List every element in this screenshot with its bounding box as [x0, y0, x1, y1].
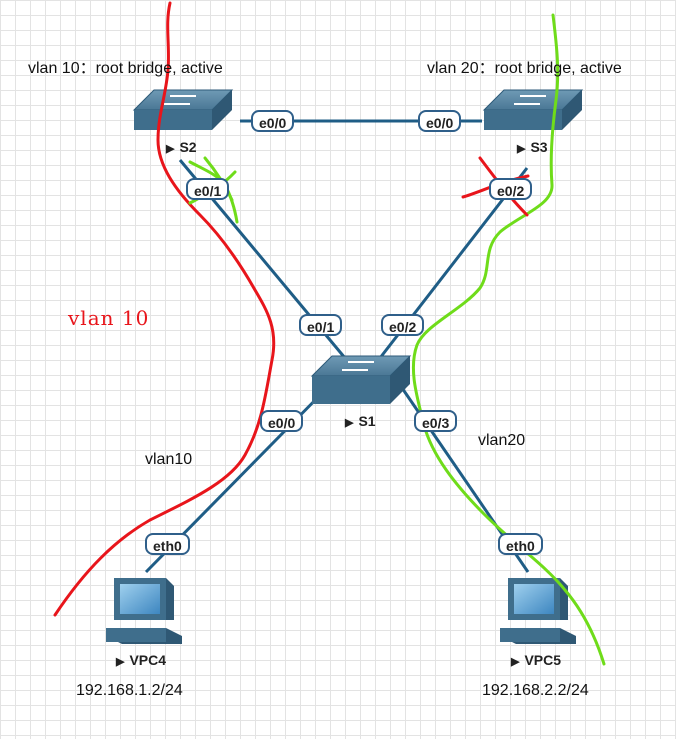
vlan20-path-stroke	[411, 13, 606, 666]
pc-vpc5-icon[interactable]	[500, 578, 576, 644]
vpc4-ip-address: 192.168.1.2/24	[76, 682, 183, 699]
switch-s1-icon[interactable]	[310, 355, 412, 404]
port-s1-e0-1[interactable]: e0/1	[299, 314, 343, 336]
node-label-s2: ▶ S2	[166, 139, 197, 155]
vlan20-path-label: vlan20	[478, 432, 526, 449]
node-name: S3	[530, 139, 548, 155]
play-triangle-icon: ▶	[116, 656, 125, 668]
switch-s2-icon[interactable]	[132, 89, 234, 130]
switch-s3-icon[interactable]	[482, 89, 584, 130]
node-label-vpc5: ▶ VPC5	[511, 652, 561, 668]
s2-role-annotation: vlan 10：root bridge, active	[28, 60, 223, 77]
port-s3-e0-2[interactable]: e0/2	[489, 178, 533, 200]
port-s2-e0-1[interactable]: e0/1	[186, 178, 230, 200]
vlan10-path-label: vlan10	[145, 451, 193, 468]
node-name: S2	[179, 139, 197, 155]
s3-role-annotation: vlan 20：root bridge, active	[427, 60, 622, 77]
play-triangle-icon: ▶	[511, 656, 520, 668]
pc-vpc4-icon[interactable]	[106, 578, 182, 644]
port-vpc4-eth0[interactable]: eth0	[145, 533, 190, 555]
port-s1-e0-3[interactable]: e0/3	[414, 410, 458, 432]
cross-mark-icon	[188, 156, 530, 217]
node-name: VPC5	[524, 652, 562, 668]
port-s1-e0-2[interactable]: e0/2	[381, 314, 425, 336]
node-label-s1: ▶ S1	[345, 413, 376, 429]
play-triangle-icon: ▶	[517, 143, 526, 155]
node-name: S1	[358, 413, 376, 429]
play-triangle-icon: ▶	[345, 417, 354, 429]
vlan10-path-stroke	[53, 1, 276, 617]
port-s3-e0-0[interactable]: e0/0	[418, 110, 462, 132]
port-s2-e0-0[interactable]: e0/0	[251, 110, 295, 132]
vlan10-handwritten-label: vlan 10	[68, 306, 150, 330]
node-label-s3: ▶ S3	[517, 139, 548, 155]
node-label-vpc4: ▶ VPC4	[116, 652, 166, 668]
port-vpc5-eth0[interactable]: eth0	[498, 533, 543, 555]
vpc5-ip-address: 192.168.2.2/24	[482, 682, 589, 699]
play-triangle-icon: ▶	[166, 143, 175, 155]
port-s1-e0-0[interactable]: e0/0	[260, 410, 304, 432]
node-name: VPC4	[129, 652, 167, 668]
